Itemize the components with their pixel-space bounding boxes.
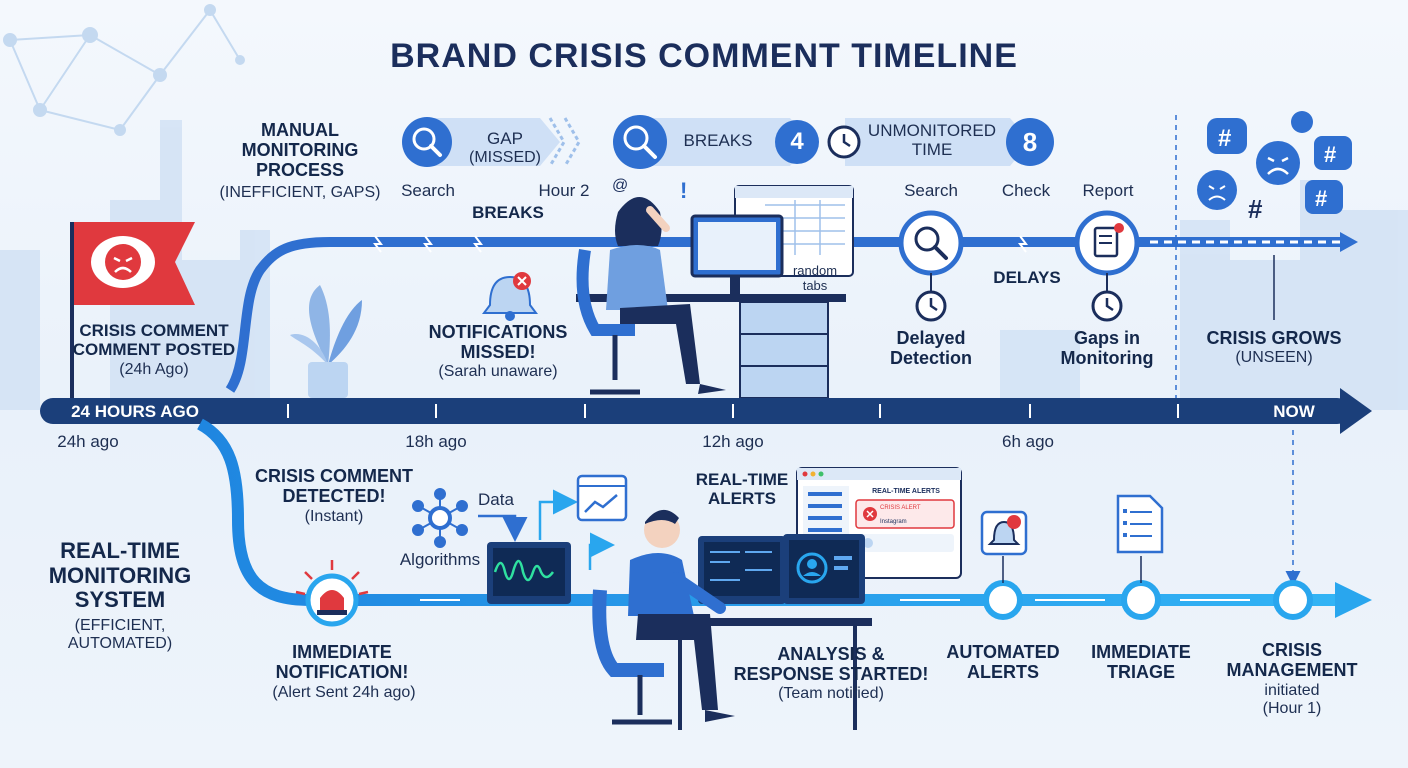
crisis-posted-time: (24h Ago) xyxy=(119,361,189,378)
gap-sublabel: (MISSED) xyxy=(469,149,541,166)
gap-arrow xyxy=(430,117,581,167)
alerts-panel-row: CRISIS ALERT xyxy=(880,505,921,511)
crisis-comment-posted-label: CRISIS COMMENT COMMENT POSTED xyxy=(72,321,236,360)
breaks-count-badge xyxy=(775,120,819,164)
svg-text:#: # xyxy=(1315,186,1327,211)
immediate-notification-label: IMMEDIATE NOTIFICATION! xyxy=(275,642,409,683)
breaks-pill xyxy=(640,118,810,166)
unmonitored-count: 8 xyxy=(1022,127,1038,157)
manual-path xyxy=(225,237,1345,393)
breaks-count: 4 xyxy=(790,128,804,155)
search-icon xyxy=(898,210,964,276)
clock-icon xyxy=(915,273,947,322)
svg-text:!: ! xyxy=(680,178,687,203)
crisis-management-label: CRISIS MANAGEMENT xyxy=(1226,640,1358,681)
algorithm-icon xyxy=(412,488,468,548)
unseen-label: (UNSEEN) xyxy=(1235,349,1313,366)
bell-icon xyxy=(482,272,538,321)
network-decoration xyxy=(3,4,245,136)
manual-process-subtitle: (INEFFICIENT, GAPS) xyxy=(219,184,381,201)
tick-label: 12h ago xyxy=(702,432,764,451)
gaps-in-monitoring-label: Gaps in Monitoring xyxy=(1060,328,1154,369)
document-icon xyxy=(1116,494,1164,554)
skyline-right xyxy=(1000,180,1408,410)
social-hashtag-icons: # # # # xyxy=(1197,111,1352,224)
realtime-system-title: REAL-TIME MONITORING SYSTEM xyxy=(48,538,192,613)
svg-text:#: # xyxy=(1218,125,1231,152)
axis-end-label: NOW xyxy=(1273,402,1315,421)
gap-label: GAP xyxy=(487,129,523,148)
axis-start-label: 24 HOURS AGO xyxy=(71,402,199,421)
notifications-missed-label: NOTIFICATIONS MISSED! xyxy=(428,322,568,363)
report-step-label: Report xyxy=(1082,181,1134,200)
crisis-grows-label: CRISIS GROWS xyxy=(1206,328,1342,348)
automated-alerts-label: AUTOMATED ALERTS xyxy=(946,642,1060,683)
algorithms-label: Algorithms xyxy=(399,550,481,569)
search-step-label: Search xyxy=(904,181,958,200)
crisis-management-initiated: initiated (Hour 1) xyxy=(1262,682,1322,717)
breaks-top-label: BREAKS xyxy=(683,131,753,150)
immediate-triage-label: IMMEDIATE TRIAGE xyxy=(1091,642,1191,683)
delayed-detection-label: Delayed Detection xyxy=(889,328,972,369)
random-tabs-label: random tabs xyxy=(792,263,838,293)
svg-text:#: # xyxy=(1324,142,1336,167)
search-icon xyxy=(613,115,667,169)
clock-icon xyxy=(827,125,861,159)
svg-text:#: # xyxy=(1248,194,1263,224)
instant-label: (Instant) xyxy=(304,508,364,525)
manual-process-title: MANUAL MONITORING PROCESS xyxy=(241,120,359,181)
data-label: Data xyxy=(478,490,514,509)
tick-label: 6h ago xyxy=(1002,432,1054,451)
timeline-axis xyxy=(40,388,1372,434)
plant-illustration xyxy=(290,285,362,398)
breaks-mid-label: BREAKS xyxy=(472,203,544,222)
alerts-panel-header: REAL-TIME ALERTS xyxy=(872,488,940,495)
sarah-unaware-label: (Sarah unaware) xyxy=(438,363,558,380)
bell-icon xyxy=(980,510,1028,556)
realtime-alerts-label: REAL-TIME ALERTS xyxy=(695,470,789,509)
chart-window-icon xyxy=(576,474,628,522)
search-label: Search xyxy=(401,181,455,200)
realtime-path xyxy=(196,418,1345,606)
crisis-detected-label: CRISIS COMMENT DETECTED! xyxy=(254,466,413,507)
unmonitored-pill xyxy=(845,118,1030,166)
tick-label: 24h ago xyxy=(57,432,119,451)
unmonitored-time-label: UNMONITORED TIME xyxy=(867,121,997,160)
page-title: BRAND CRISIS COMMENT TIMELINE xyxy=(390,37,1018,75)
alerts-panel-row: Instagram xyxy=(880,519,907,525)
tick-label: 18h ago xyxy=(405,432,467,451)
analysis-started-label: ANALYSIS & RESPONSE STARTED! xyxy=(733,644,929,685)
realtime-system-subtitle: (EFFICIENT, AUTOMATED) xyxy=(67,617,173,652)
svg-text:@: @ xyxy=(612,177,628,194)
report-icon xyxy=(1074,210,1140,276)
alarm-icon xyxy=(295,560,369,627)
alert-sent-label: (Alert Sent 24h ago) xyxy=(272,684,416,701)
unmonitored-count-badge xyxy=(1006,118,1054,166)
team-notified-label: (Team notified) xyxy=(778,685,884,702)
realtime-desk-scene xyxy=(592,509,872,730)
clock-icon xyxy=(1091,273,1123,322)
waveform-monitor xyxy=(487,542,571,604)
crisis-flag xyxy=(70,222,195,400)
delays-label: DELAYS xyxy=(993,268,1061,287)
hour-2-label: Hour 2 xyxy=(538,181,590,200)
check-step-label: Check xyxy=(1001,181,1051,200)
manual-desk-scene: @ ! xyxy=(576,177,854,399)
milestone-dots xyxy=(983,580,1313,620)
search-icon xyxy=(402,117,452,167)
